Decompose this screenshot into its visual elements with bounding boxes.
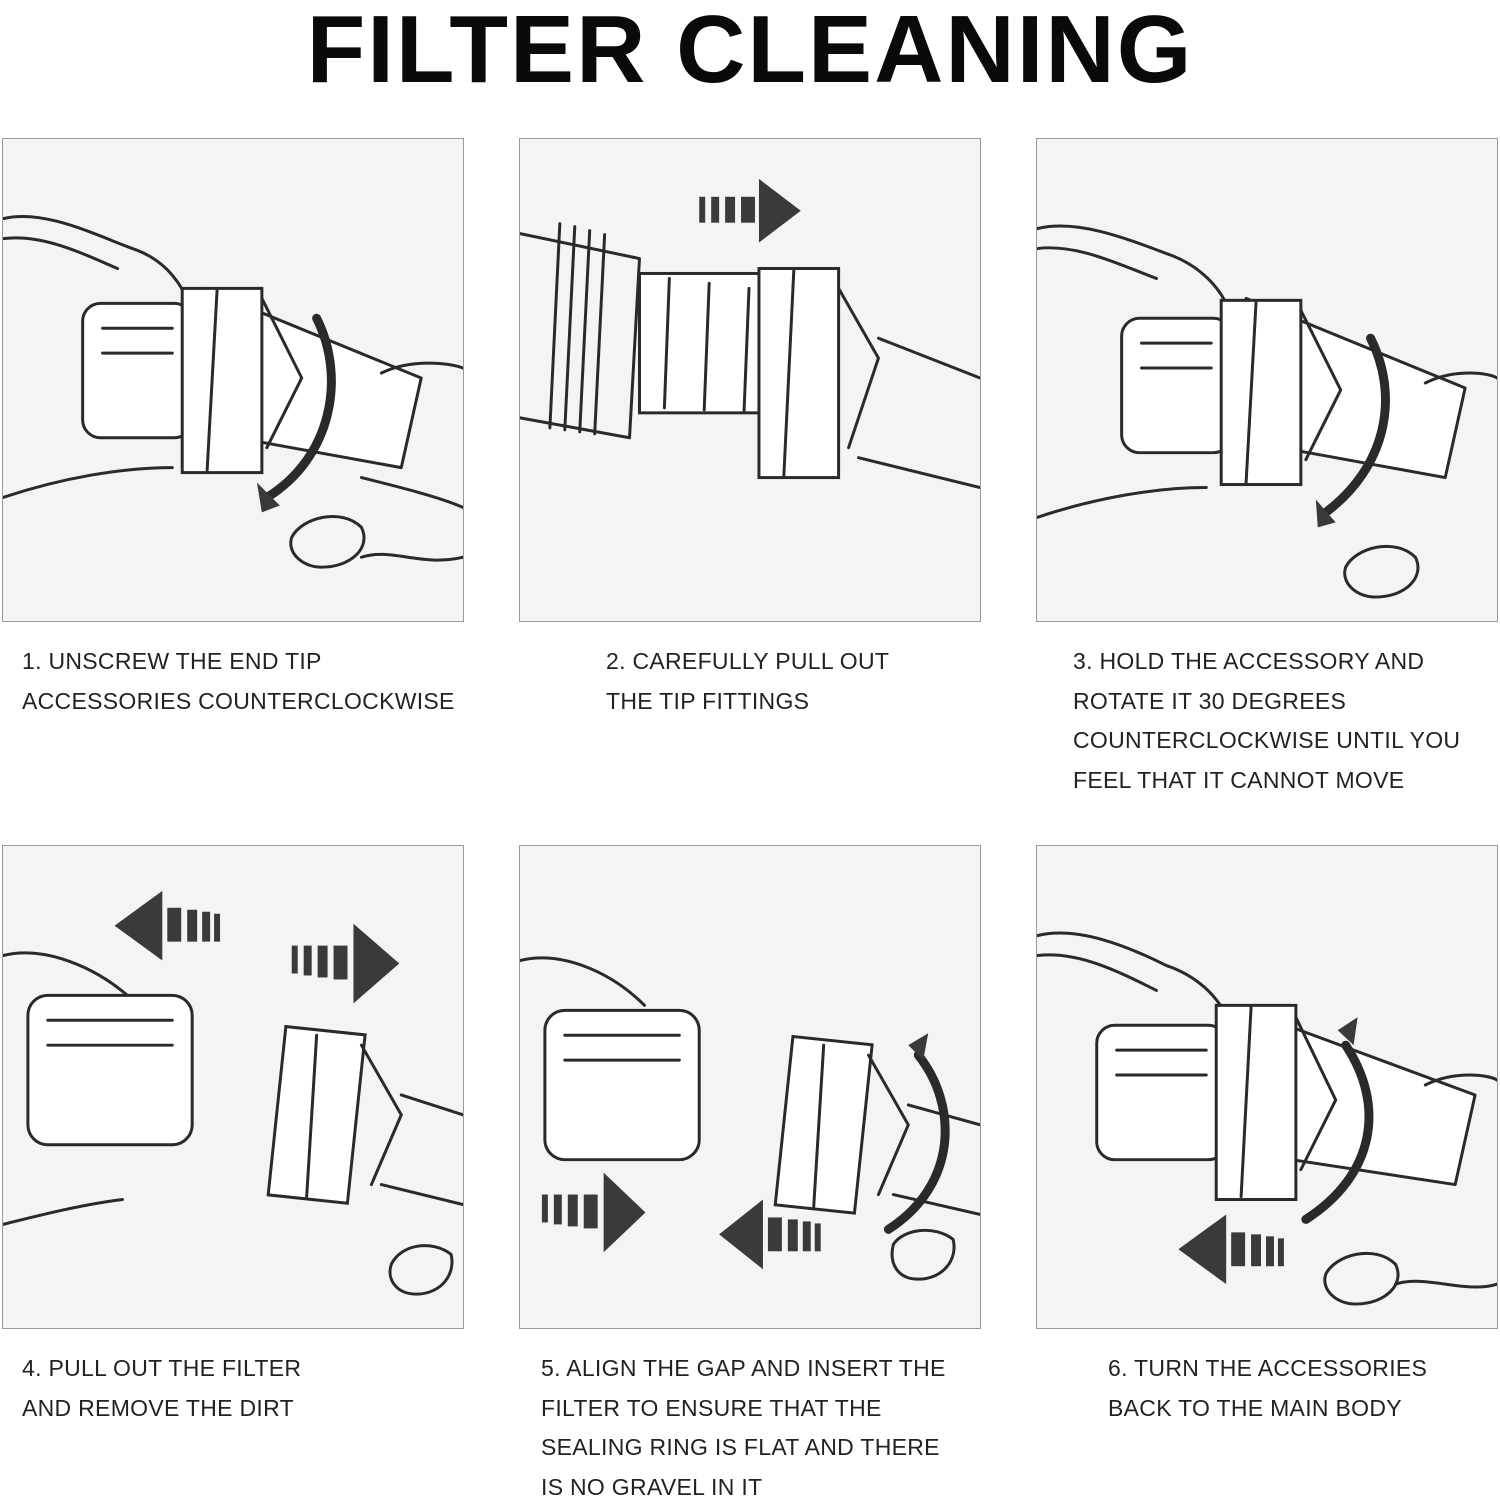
step-4-caption: 4. PULL OUT THE FILTER AND REMOVE THE DI…: [22, 1349, 301, 1428]
arrow-right-icon: [292, 924, 400, 1004]
arrow-left-icon: [719, 1200, 821, 1270]
step-6-caption: 6. TURN THE ACCESSORIES BACK TO THE MAIN…: [1108, 1349, 1427, 1428]
arrow-right-icon: [699, 179, 801, 243]
step-1-caption: 1. UNSCREW THE END TIP ACCESSORIES COUNT…: [22, 642, 455, 721]
step-6-illustration: [1036, 845, 1498, 1329]
caption-line: FILTER TO ENSURE THAT THE: [541, 1389, 946, 1429]
arrow-left-icon: [1178, 1214, 1284, 1284]
caption-line: COUNTERCLOCKWISE UNTIL YOU: [1073, 721, 1460, 761]
caption-line: BACK TO THE MAIN BODY: [1108, 1389, 1427, 1429]
step-2-caption: 2. CAREFULLY PULL OUT THE TIP FITTINGS: [606, 642, 889, 721]
caption-line: IS NO GRAVEL IN IT: [541, 1468, 946, 1507]
caption-line: 1. UNSCREW THE END TIP: [22, 642, 455, 682]
caption-line: THE TIP FITTINGS: [606, 682, 889, 722]
caption-line: ACCESSORIES COUNTERCLOCKWISE: [22, 682, 455, 722]
caption-line: SEALING RING IS FLAT AND THERE: [541, 1428, 946, 1468]
caption-line: 4. PULL OUT THE FILTER: [22, 1349, 301, 1389]
caption-line: 2. CAREFULLY PULL OUT: [606, 642, 889, 682]
caption-line: 5. ALIGN THE GAP AND INSERT THE: [541, 1349, 946, 1389]
step-5-illustration: [519, 845, 981, 1329]
caption-line: 6. TURN THE ACCESSORIES: [1108, 1349, 1427, 1389]
caption-line: 3. HOLD THE ACCESSORY AND: [1073, 642, 1460, 682]
step-3-illustration: [1036, 138, 1498, 622]
arrow-left-icon: [115, 891, 221, 961]
caption-line: AND REMOVE THE DIRT: [22, 1389, 301, 1429]
caption-line: FEEL THAT IT CANNOT MOVE: [1073, 761, 1460, 801]
page-title: FILTER CLEANING: [0, 0, 1500, 100]
step-1-illustration: [2, 138, 464, 622]
step-3-caption: 3. HOLD THE ACCESSORY AND ROTATE IT 30 D…: [1073, 642, 1460, 800]
caption-line: ROTATE IT 30 DEGREES: [1073, 682, 1460, 722]
step-2-illustration: [519, 138, 981, 622]
step-5-caption: 5. ALIGN THE GAP AND INSERT THE FILTER T…: [541, 1349, 946, 1507]
step-4-illustration: [2, 845, 464, 1329]
arrow-right-icon: [542, 1173, 646, 1253]
